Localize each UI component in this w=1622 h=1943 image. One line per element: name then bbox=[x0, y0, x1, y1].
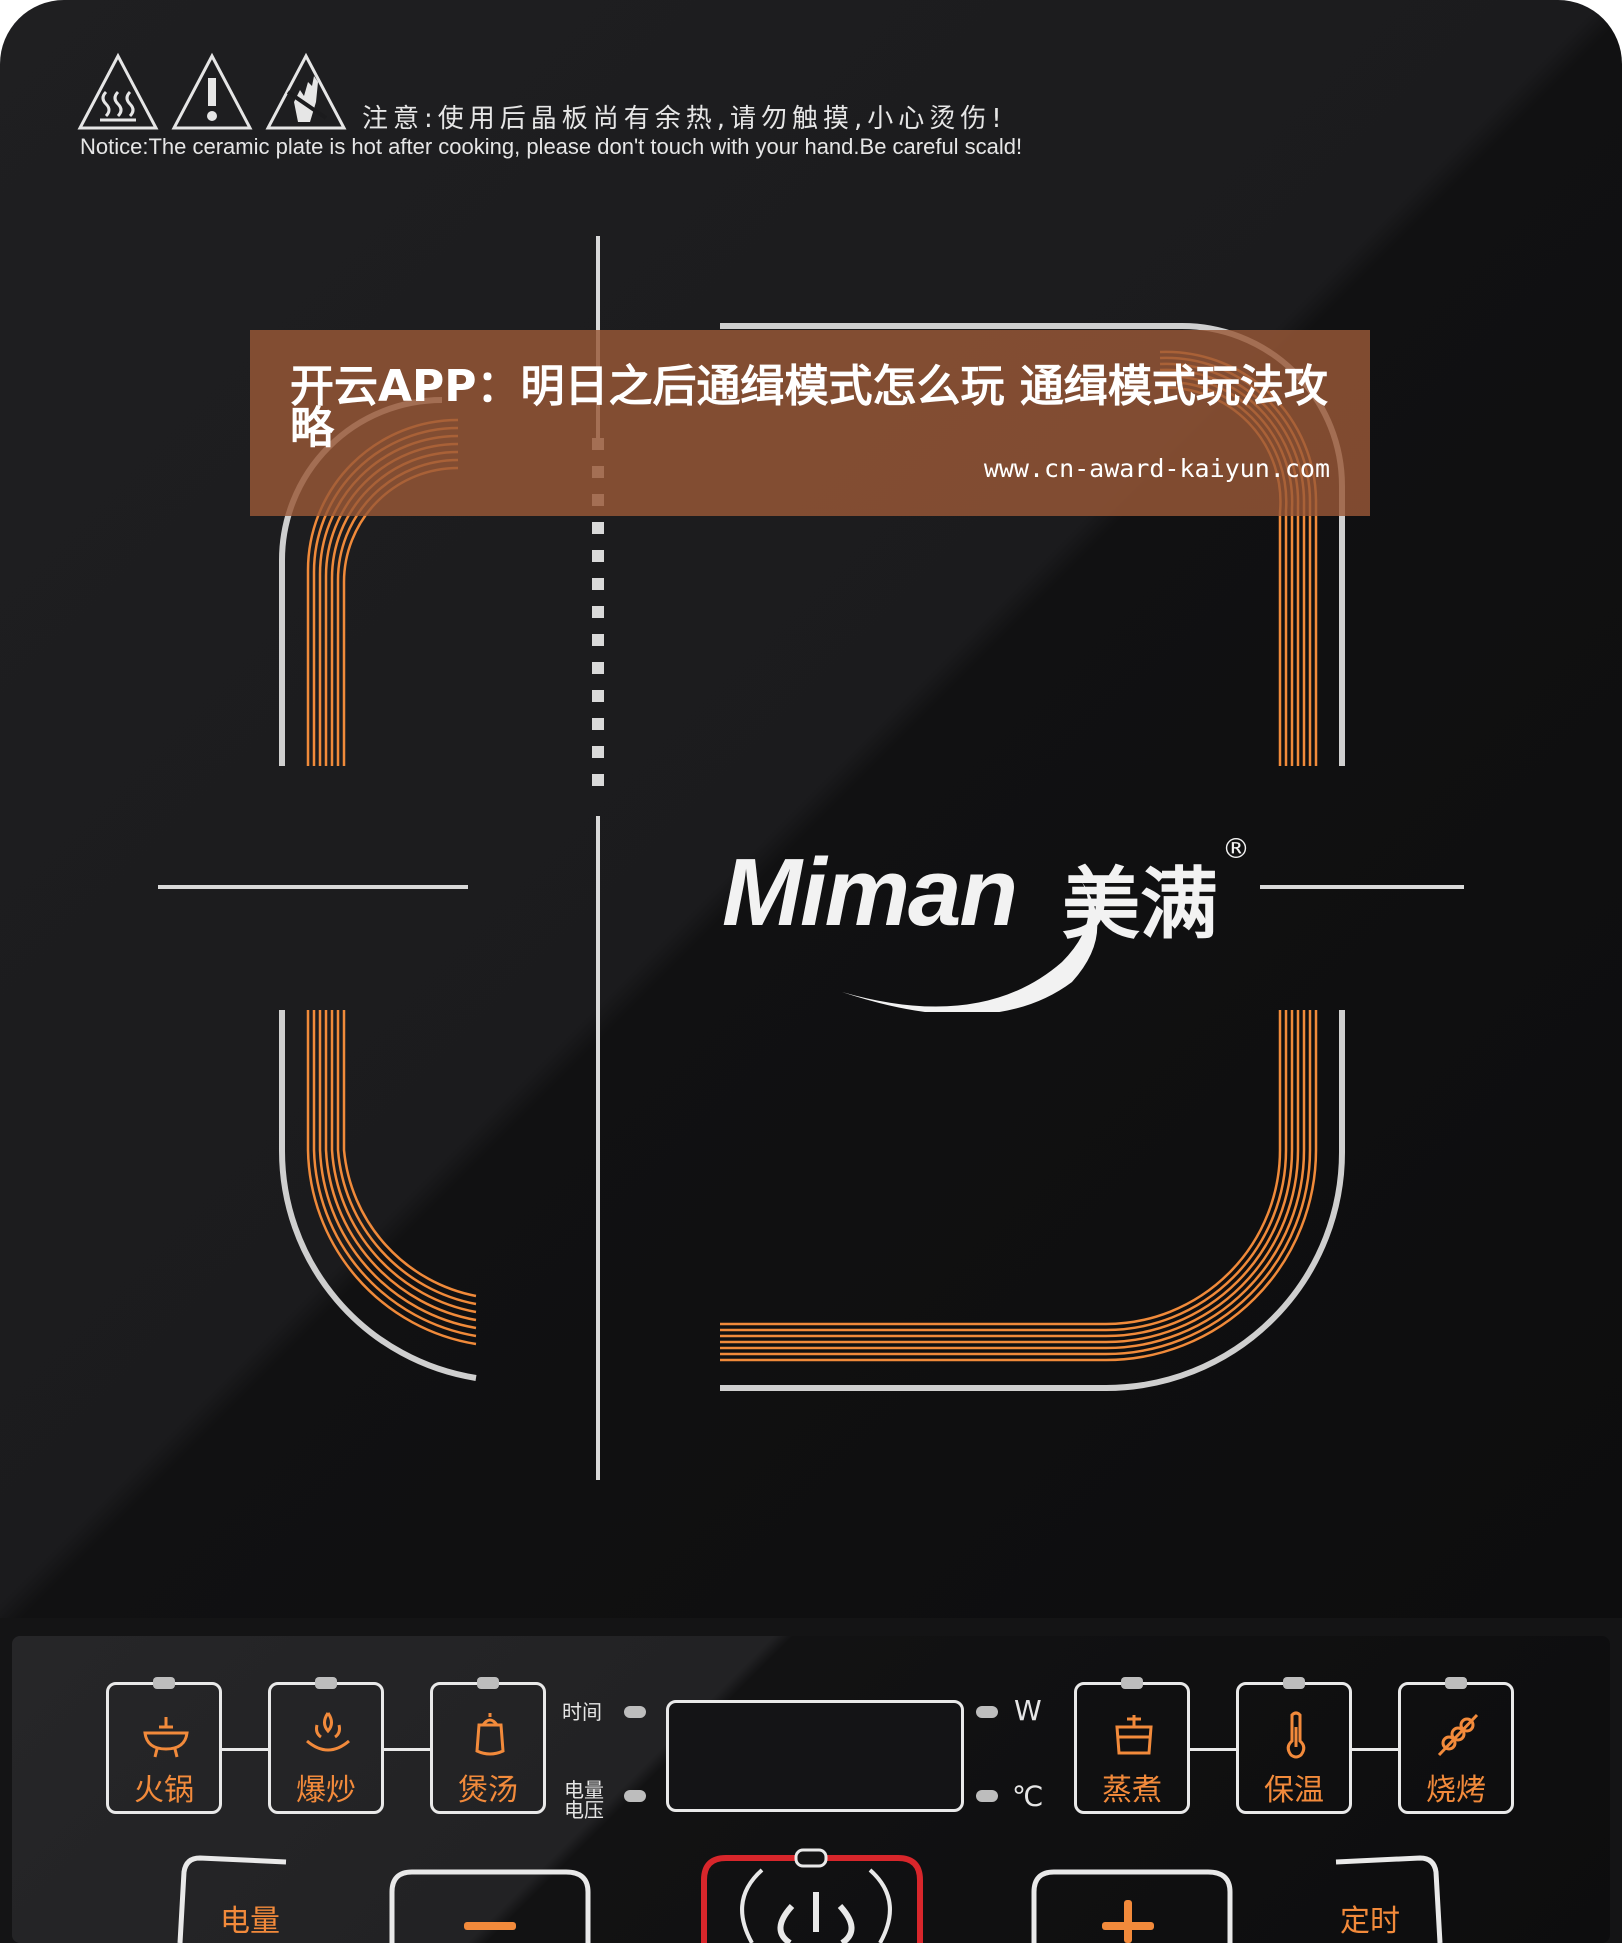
watt-indicator bbox=[976, 1706, 998, 1718]
steam-pot-icon bbox=[1115, 1715, 1153, 1755]
skewer-icon bbox=[1437, 1713, 1479, 1757]
thermometer-icon bbox=[1286, 1711, 1306, 1759]
key-connector bbox=[222, 1748, 268, 1751]
power-level-bracket bbox=[177, 1855, 287, 1943]
power-button-ring bbox=[740, 1868, 892, 1943]
bottom-right-burner-outline bbox=[720, 1010, 1346, 1391]
power-voltage-label: 电量电压 bbox=[564, 1778, 604, 1822]
stir-fry-button[interactable]: 爆炒 bbox=[268, 1677, 384, 1814]
power-indicator-led bbox=[794, 1848, 828, 1868]
stir-fry-indicator-led bbox=[315, 1677, 337, 1689]
bottom-left-burner-coil bbox=[306, 1010, 477, 1346]
bottom-right-burner-coil bbox=[720, 1010, 1318, 1362]
warning-text-chinese: 注意:使用后晶板尚有余热,请勿触摸,小心烫伤! bbox=[362, 104, 1007, 134]
hotpot-indicator-led bbox=[153, 1677, 175, 1689]
minus-icon bbox=[464, 1922, 516, 1930]
steam-pot-indicator-led bbox=[1121, 1677, 1143, 1689]
plus-button bbox=[1031, 1869, 1233, 1943]
banner-title: 开云APP：明日之后通缉模式怎么玩 通缉模式玩法攻略 bbox=[290, 361, 1328, 454]
celsius-indicator bbox=[976, 1790, 998, 1802]
steam-pot-button[interactable]: 蒸煮 bbox=[1074, 1677, 1190, 1814]
warning-text-english: Notice:The ceramic plate is hot after co… bbox=[80, 134, 1023, 159]
timer-bracket bbox=[1335, 1855, 1443, 1943]
logo-swoosh-icon bbox=[842, 882, 1098, 1012]
soup-pot-label: 煲汤 bbox=[458, 1773, 518, 1808]
logo-registered-mark: ® bbox=[1222, 832, 1250, 865]
grill-label: 烧烤 bbox=[1426, 1773, 1486, 1808]
soup-pot-button[interactable]: 煲汤 bbox=[430, 1677, 546, 1814]
grill-button[interactable]: 烧烤 bbox=[1398, 1677, 1514, 1814]
key-connector bbox=[1352, 1748, 1398, 1751]
hot-surface-icon bbox=[77, 52, 159, 130]
soup-pot-icon bbox=[475, 1713, 505, 1756]
no-touch-hand-icon bbox=[265, 52, 347, 130]
stir-fry-icon bbox=[306, 1712, 350, 1752]
banner-url[interactable]: www.cn-award-kaiyun.com bbox=[983, 454, 1330, 483]
exclamation-icon bbox=[171, 52, 253, 130]
hotpot-icon bbox=[143, 1717, 189, 1758]
watt-unit: W bbox=[1014, 1694, 1042, 1727]
keep-warm-button[interactable]: 保温 bbox=[1236, 1677, 1352, 1814]
time-indicator bbox=[624, 1706, 646, 1718]
key-connector bbox=[384, 1748, 430, 1751]
logo-brand-chinese: 美满 bbox=[1062, 860, 1219, 950]
stir-fry-label: 爆炒 bbox=[296, 1773, 356, 1808]
time-label: 时间 bbox=[562, 1700, 602, 1724]
bottom-left-burner-outline bbox=[278, 1010, 477, 1381]
key-connector bbox=[1190, 1748, 1236, 1751]
steam-pot-label: 蒸煮 bbox=[1102, 1773, 1162, 1808]
plus-icon-vertical bbox=[1124, 1900, 1132, 1943]
hotpot-label: 火锅 bbox=[134, 1773, 194, 1808]
minus-button bbox=[389, 1869, 591, 1943]
power-icon bbox=[777, 1892, 855, 1943]
soup-pot-indicator-led bbox=[477, 1677, 499, 1689]
timer-label[interactable]: 定时 bbox=[1340, 1904, 1400, 1939]
power-indicator bbox=[624, 1790, 646, 1802]
logo-brand-english: Miman bbox=[722, 839, 1018, 946]
grill-indicator-led bbox=[1445, 1677, 1467, 1689]
celsius-unit: ℃ bbox=[1012, 1780, 1044, 1813]
keep-warm-label: 保温 bbox=[1264, 1773, 1324, 1808]
power-level-label[interactable]: 电量 bbox=[220, 1904, 280, 1939]
hotpot-button[interactable]: 火锅 bbox=[106, 1677, 222, 1814]
digital-display bbox=[666, 1700, 964, 1812]
overlay-banner: 开云APP：明日之后通缉模式怎么玩 通缉模式玩法攻略 www.cn-award-… bbox=[250, 330, 1370, 516]
keep-warm-indicator-led bbox=[1283, 1677, 1305, 1689]
